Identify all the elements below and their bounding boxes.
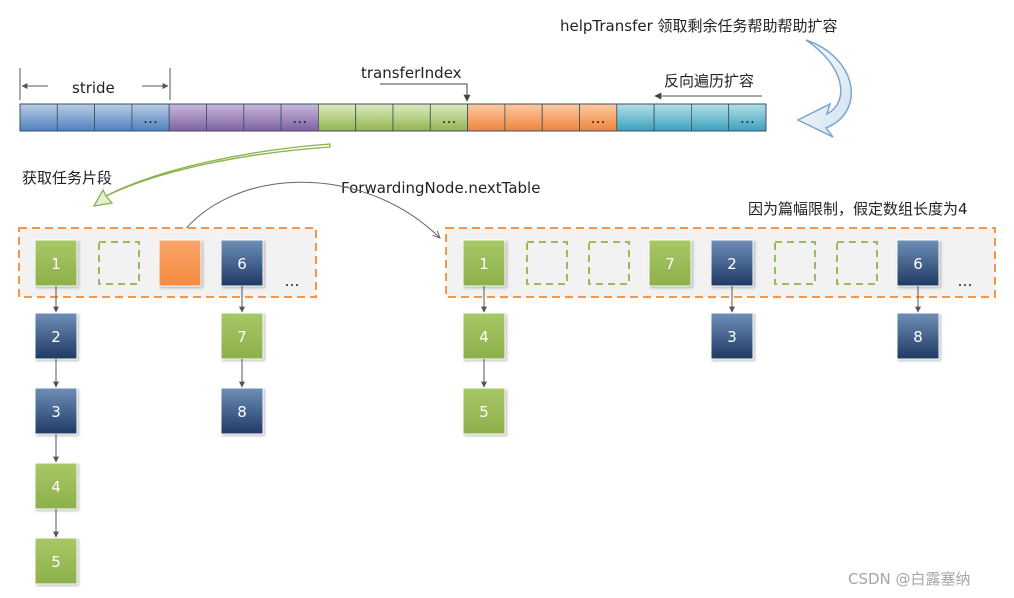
help-transfer-curved-arrow-icon	[796, 39, 852, 138]
table-array: … … … … …	[19, 103, 767, 132]
array-cell	[206, 103, 245, 132]
array-cell	[317, 103, 357, 132]
stride-label: stride	[72, 79, 115, 97]
old-table-chain-node-box	[220, 312, 264, 360]
new-table-slot-node-box	[896, 239, 940, 287]
new-table-slot-node-label: 6	[913, 255, 923, 273]
old-table-chain-node: 3	[34, 387, 78, 435]
new-table-chain-node: 8	[896, 312, 940, 360]
old-table-slot-node-label: 6	[237, 255, 247, 273]
old-table-slot-node-label: 1	[51, 255, 61, 273]
empty-slot	[836, 241, 878, 285]
new-table-slot-node: 1	[462, 239, 506, 287]
array-cell-ellipsis: …	[740, 109, 755, 127]
array-cell	[541, 103, 580, 132]
array-cell	[168, 103, 207, 132]
transfer-index-label: transferIndex	[361, 64, 462, 82]
new-table-slot-node-box	[462, 239, 506, 287]
new-table-slot-node: 7	[648, 239, 692, 287]
forwarding-node	[158, 239, 202, 287]
new-table-chain-node-box	[896, 312, 940, 360]
old-table-chain-node-box	[34, 387, 78, 435]
array-cell	[19, 103, 58, 132]
new-table-slot-node-box	[648, 239, 692, 287]
get-task-curved-arrow-icon	[92, 143, 331, 207]
array-cell	[616, 103, 655, 132]
array-cell	[131, 103, 170, 132]
new-table-slot-node: 6	[896, 239, 940, 287]
array-cell	[504, 103, 543, 132]
forwarding-node-label: ForwardingNode.nextTable	[341, 179, 540, 197]
transfer-index-pointer	[380, 83, 471, 102]
array-cell	[94, 103, 133, 132]
array-cell	[355, 103, 394, 132]
new-table-chain-node-box	[710, 312, 754, 360]
array-cell-ellipsis: …	[441, 109, 456, 127]
stride-bracket	[19, 68, 171, 100]
array-cell	[467, 103, 506, 132]
old-table-chain-node-label: 8	[237, 403, 247, 421]
old-table-slot-node: 1	[34, 239, 78, 287]
forwarding-node-box	[158, 239, 202, 287]
old-table-chain-node: 7	[220, 312, 264, 360]
watermark: CSDN @白露塞纳	[848, 570, 971, 588]
new-table-chain-node: 5	[462, 387, 506, 435]
reverse-traverse-label: 反向遍历扩容	[664, 72, 754, 90]
empty-slot	[588, 241, 630, 285]
new-table-chain-node: 4	[462, 312, 506, 360]
old-table-chain-node-box	[220, 387, 264, 435]
new-table-chain-node-box	[462, 312, 506, 360]
array-cell	[243, 103, 282, 132]
empty-slot	[98, 241, 140, 285]
empty-slot	[526, 241, 568, 285]
new-table-slot-node: 2	[710, 239, 754, 287]
old-table-chain-node: 4	[34, 462, 78, 510]
old-table-slot-node-box	[220, 239, 264, 287]
array-cell-ellipsis: …	[292, 109, 307, 127]
new-table-slot-node-label: 7	[665, 255, 675, 273]
get-task-segment-label: 获取任务片段	[22, 169, 112, 187]
old-table-chain-node-label: 7	[237, 328, 247, 346]
old-table-chain-node-box	[34, 537, 78, 585]
new-table: 1 7 2 6 … 4 5 3 8	[445, 227, 996, 435]
array-cell-ellipsis: …	[143, 109, 158, 127]
new-table-chain-node-label: 4	[479, 328, 489, 346]
array-cell-ellipsis: …	[591, 109, 606, 127]
new-table-chain-node-label: 3	[727, 328, 737, 346]
new-table-chain-node-label: 5	[479, 403, 489, 421]
old-table: 1 6 … 2 3 4 5 7 8	[18, 227, 317, 585]
new-table-slot-node-label: 1	[479, 255, 489, 273]
old-table-chain-node: 5	[34, 537, 78, 585]
empty-slot	[774, 241, 816, 285]
array-cell	[392, 103, 431, 132]
limit-note-label: 因为篇幅限制，假定数组长度为4	[748, 200, 968, 218]
array-cell	[56, 103, 95, 132]
new-table-ellipsis: …	[958, 272, 973, 290]
array-outline	[19, 103, 767, 132]
old-table-chain-node: 8	[220, 387, 264, 435]
old-table-chain-node: 2	[34, 312, 78, 360]
old-table-chain-node-label: 4	[51, 478, 61, 496]
array-cell	[653, 103, 692, 132]
array-cell	[691, 103, 730, 132]
help-transfer-label: helpTransfer 领取剩余任务帮助帮助扩容	[560, 17, 838, 35]
forwarding-node-connector	[179, 181, 440, 238]
old-table-chain-node-label: 3	[51, 403, 61, 421]
old-table-chain-node-box	[34, 312, 78, 360]
new-table-chain-node: 3	[710, 312, 754, 360]
new-table-slot-node-label: 2	[727, 255, 737, 273]
old-table-slot-node: 6	[220, 239, 264, 287]
new-table-chain-node-label: 8	[913, 328, 923, 346]
new-table-chain-node-box	[462, 387, 506, 435]
new-table-slot-node-box	[710, 239, 754, 287]
old-table-chain-node-label: 2	[51, 328, 61, 346]
old-table-ellipsis: …	[285, 272, 300, 290]
old-table-chain-node-label: 5	[51, 553, 61, 571]
